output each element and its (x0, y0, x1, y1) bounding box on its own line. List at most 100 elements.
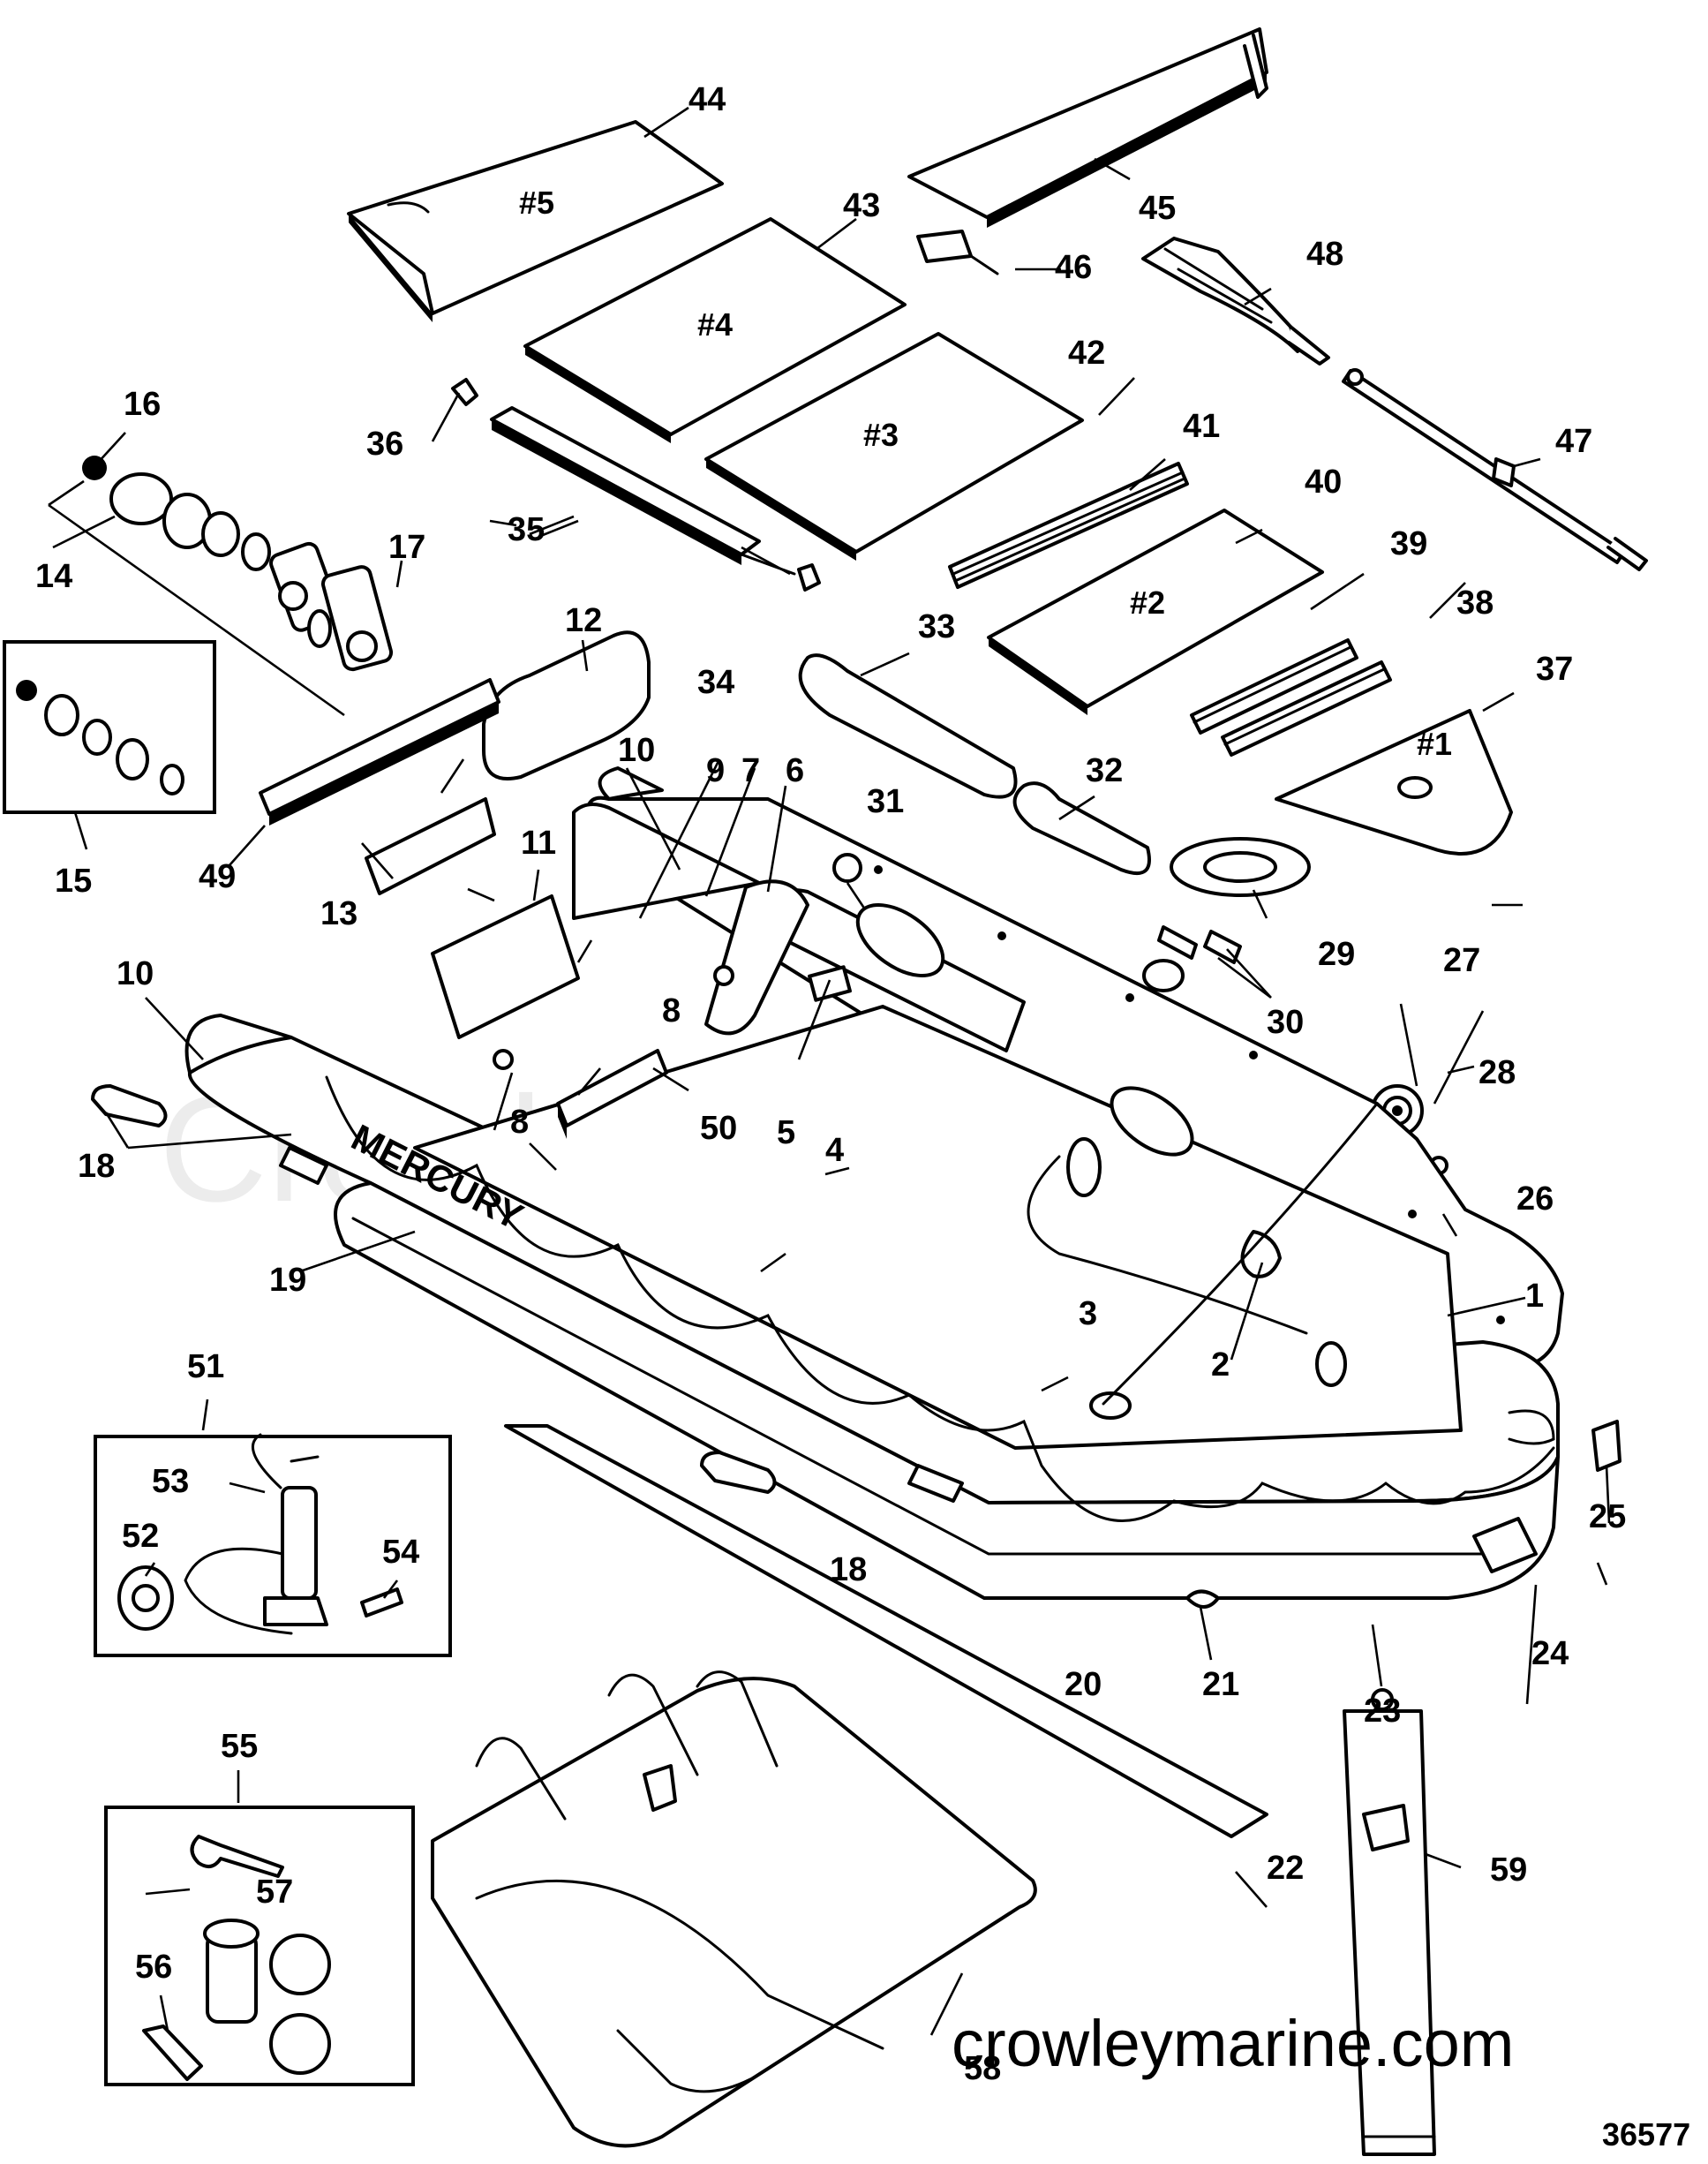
callout-55: 55 (221, 1728, 258, 1765)
callout-18b: 18 (830, 1551, 867, 1588)
callout-53: 53 (152, 1463, 189, 1500)
strip-49 (259, 678, 500, 826)
pump-kit-51 (94, 1433, 452, 1657)
rail-35 (490, 406, 796, 576)
callout-50: 50 (700, 1110, 737, 1147)
callout-2: 2 (1211, 1346, 1230, 1384)
callout-9: 9 (706, 752, 725, 789)
callout-25: 25 (1589, 1498, 1626, 1535)
bow-bag-12 (482, 630, 651, 780)
handle-18-left (91, 1084, 168, 1127)
callout-8a: 8 (662, 992, 681, 1029)
callout-17: 17 (388, 529, 425, 566)
bench-seat-45 (907, 27, 1268, 228)
transom-panel-11 (431, 894, 580, 1039)
callout-4: 4 (825, 1132, 844, 1169)
valve-parts-30 (1142, 925, 1242, 992)
callout-31: 31 (867, 783, 904, 820)
callout-42: 42 (1068, 335, 1105, 372)
paddle-blade-48 (1141, 237, 1330, 366)
callout-16: 16 (124, 386, 161, 423)
callout-24: 24 (1531, 1635, 1569, 1672)
callout-44: 44 (688, 81, 726, 118)
callout-20: 20 (1065, 1666, 1102, 1703)
callout-21: 21 (1202, 1666, 1239, 1703)
callout-46: 46 (1055, 249, 1092, 286)
callout-10a: 10 (618, 732, 655, 769)
keel-strip-22 (504, 1424, 1268, 1838)
repair-kit-55 (104, 1806, 415, 2086)
callout-37: 37 (1536, 651, 1573, 688)
callout-labels: 1 2 3 4 5 6 7 8 8 9 10 10 11 12 13 14 15… (35, 81, 1626, 2087)
callout-43: 43 (843, 187, 880, 224)
callout-18a: 18 (78, 1148, 115, 1185)
callout-3: 3 (1079, 1295, 1097, 1332)
callout-23: 23 (1364, 1693, 1401, 1730)
callout-36: 36 (366, 426, 403, 463)
callout-48: 48 (1306, 236, 1343, 273)
seat-2-label: #2 (1130, 584, 1165, 621)
callout-1: 1 (1525, 1278, 1544, 1315)
storage-bag-58 (431, 1670, 1037, 2148)
stringer-38 (1221, 660, 1392, 757)
paddle-shaft-47 (1342, 368, 1648, 571)
handle-29 (1170, 837, 1311, 897)
seat-1-panel: #1 (1275, 709, 1513, 856)
callout-10b: 10 (117, 955, 154, 992)
callout-54: 54 (382, 1534, 419, 1571)
callout-58: 58 (964, 2050, 1001, 2087)
callout-33: 33 (918, 608, 955, 645)
callout-13: 13 (320, 895, 357, 932)
callout-38: 38 (1456, 584, 1494, 622)
clip-36 (451, 378, 478, 406)
seat-4-panel: #4 (523, 217, 907, 443)
callout-8b: 8 (510, 1104, 529, 1141)
stringer-41 (948, 462, 1189, 589)
callout-7: 7 (741, 752, 760, 789)
callout-12: 12 (565, 602, 602, 639)
seat-2-panel: #2 (987, 509, 1324, 715)
seat-5-label: #5 (519, 185, 554, 221)
callout-6: 6 (786, 752, 804, 789)
callout-19: 19 (269, 1262, 306, 1299)
callout-32: 32 (1086, 752, 1123, 789)
callout-29: 29 (1318, 936, 1355, 973)
seat-3-panel: #3 (704, 332, 1084, 561)
valve-kit-15 (3, 640, 216, 814)
site-url-text: crowleymarine.com (952, 2007, 1514, 2080)
callout-35: 35 (508, 511, 545, 548)
callout-49: 49 (199, 858, 236, 895)
callout-39: 39 (1390, 525, 1427, 562)
handle-18-bottom (700, 1451, 777, 1494)
callout-14: 14 (35, 558, 72, 595)
seat-4-label: #4 (697, 306, 733, 343)
callout-34: 34 (697, 664, 734, 701)
leader-lines (52, 106, 1611, 2036)
stringer-39 (1190, 638, 1358, 735)
callout-26: 26 (1516, 1180, 1554, 1218)
callout-57: 57 (256, 1874, 293, 1911)
callout-15: 15 (55, 863, 92, 900)
callout-56: 56 (135, 1949, 172, 1986)
callout-51: 51 (187, 1348, 224, 1385)
valve-assembly-14 (48, 456, 394, 717)
callout-30: 30 (1267, 1004, 1304, 1041)
callout-45: 45 (1139, 190, 1176, 227)
seat-5-panel: #5 (347, 120, 724, 322)
callout-11: 11 (521, 825, 556, 862)
boat-hull: MERCURY (184, 766, 1564, 1609)
keel-tube-32 (1012, 781, 1151, 875)
callout-59: 59 (1490, 1851, 1527, 1889)
diagram-id-text: 36577 (1602, 2116, 1690, 2153)
callout-47: 47 (1555, 423, 1592, 460)
callout-52: 52 (122, 1518, 159, 1555)
plate-13 (365, 797, 496, 895)
bracket-46 (916, 230, 999, 275)
storage-tube-59 (1343, 1688, 1436, 2156)
callout-28: 28 (1479, 1054, 1516, 1091)
seat-3-label: #3 (863, 417, 899, 453)
callout-40: 40 (1305, 464, 1342, 501)
callout-41: 41 (1183, 408, 1220, 445)
